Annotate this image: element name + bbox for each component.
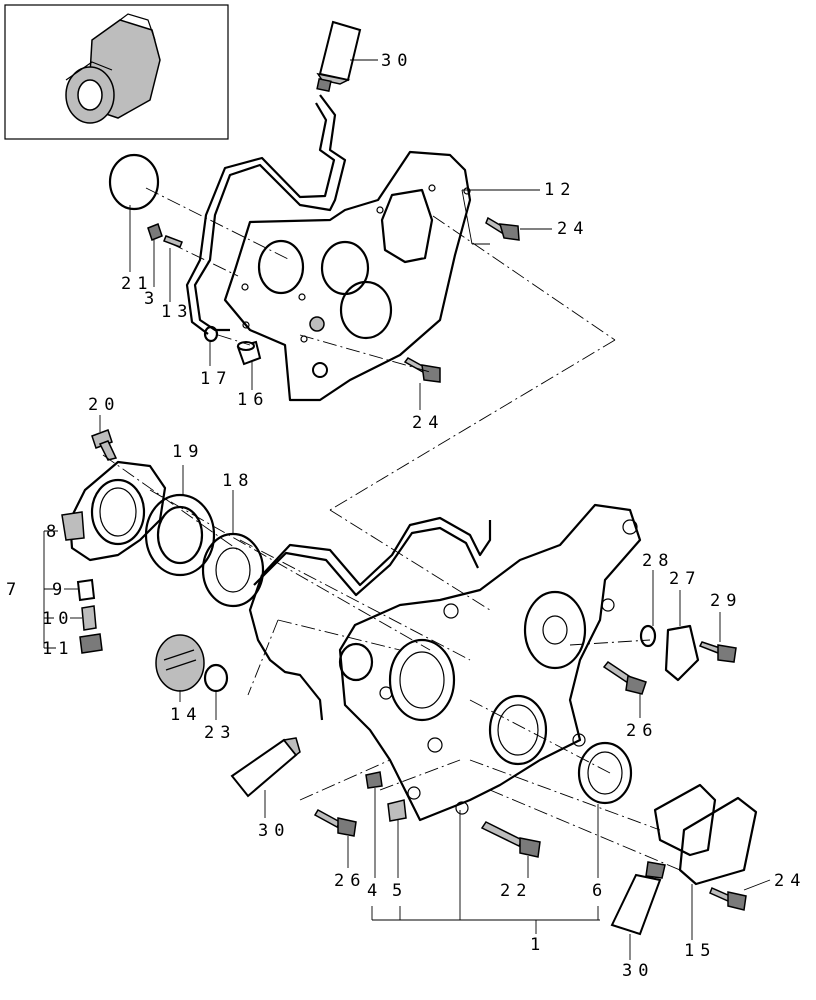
callout-labels: 30 12 24 21 3 13 17 16 24 20 19 18 8 7 9… [6,51,806,981]
bolt-26-right [602,660,647,695]
callout-20: 20 [88,395,120,415]
callout-10: 10 [42,609,74,629]
callout-24-mid: 24 [412,413,444,433]
callout-9: 9 [52,580,68,600]
callout-8: 8 [46,522,62,542]
assembly-centerlines [102,187,681,871]
bolt-24-mid [403,357,441,383]
callout-17: 17 [200,369,232,389]
bolt-24-top [485,216,520,241]
seal-23 [203,663,229,693]
callout-21: 21 [121,274,153,294]
front-gasket [248,516,492,721]
callout-27: 27 [669,569,701,589]
callout-29: 29 [710,591,742,611]
callout-3: 3 [144,289,160,309]
callout-5: 5 [392,881,408,901]
leader-lines [43,189,771,960]
callout-16: 16 [237,390,269,410]
oil-pump-housing [61,460,167,562]
bolt-29 [698,641,737,663]
callout-19: 19 [172,442,204,462]
dowel-16 [236,340,262,366]
callout-7: 7 [6,580,22,600]
callout-11: 11 [42,639,74,659]
callout-15: 15 [684,941,716,961]
relief-valve-parts [76,578,103,654]
sealant-tube-top [316,20,378,93]
callout-4: 4 [367,881,383,901]
callout-12: 12 [544,180,576,200]
screw-20 [91,429,118,461]
callout-18: 18 [222,471,254,491]
callout-30-bottom: 30 [622,961,654,981]
o-ring-17 [203,325,219,343]
filler-cap-14 [155,634,205,692]
front-seal-6 [577,741,633,805]
nut-3 [147,223,163,241]
callout-24-bottom: 24 [774,871,806,891]
o-ring-21 [108,153,160,211]
bolt-22 [480,821,541,858]
callout-26-right: 26 [626,721,658,741]
callout-13: 13 [161,302,193,322]
callout-6: 6 [592,881,608,901]
callout-28: 28 [642,551,674,571]
callout-30-top: 30 [381,51,413,71]
plug-5 [387,799,407,822]
callout-26-bottom: 26 [334,871,366,891]
timing-plate [223,150,472,402]
callout-1: 1 [530,935,546,955]
bolt-26-bottom [313,808,357,837]
timing-cover-1 [338,503,642,822]
rear-gasket [185,94,347,335]
stud-13 [163,235,183,248]
callout-23: 23 [204,723,236,743]
inspection-gasket [653,783,717,857]
cover-plate-27 [664,624,700,682]
inspection-cover-15 [678,796,758,886]
callout-24-top: 24 [557,219,589,239]
callout-14: 14 [170,705,202,725]
sealant-tube-left [230,737,301,798]
callout-30-left: 30 [258,821,290,841]
sealant-tube-bottom [610,861,666,936]
bolt-24-bottom [709,886,747,911]
callout-22: 22 [500,881,532,901]
o-ring-28 [639,624,657,648]
engine-thumbnail-inset [4,4,229,140]
plug-4 [365,771,383,789]
